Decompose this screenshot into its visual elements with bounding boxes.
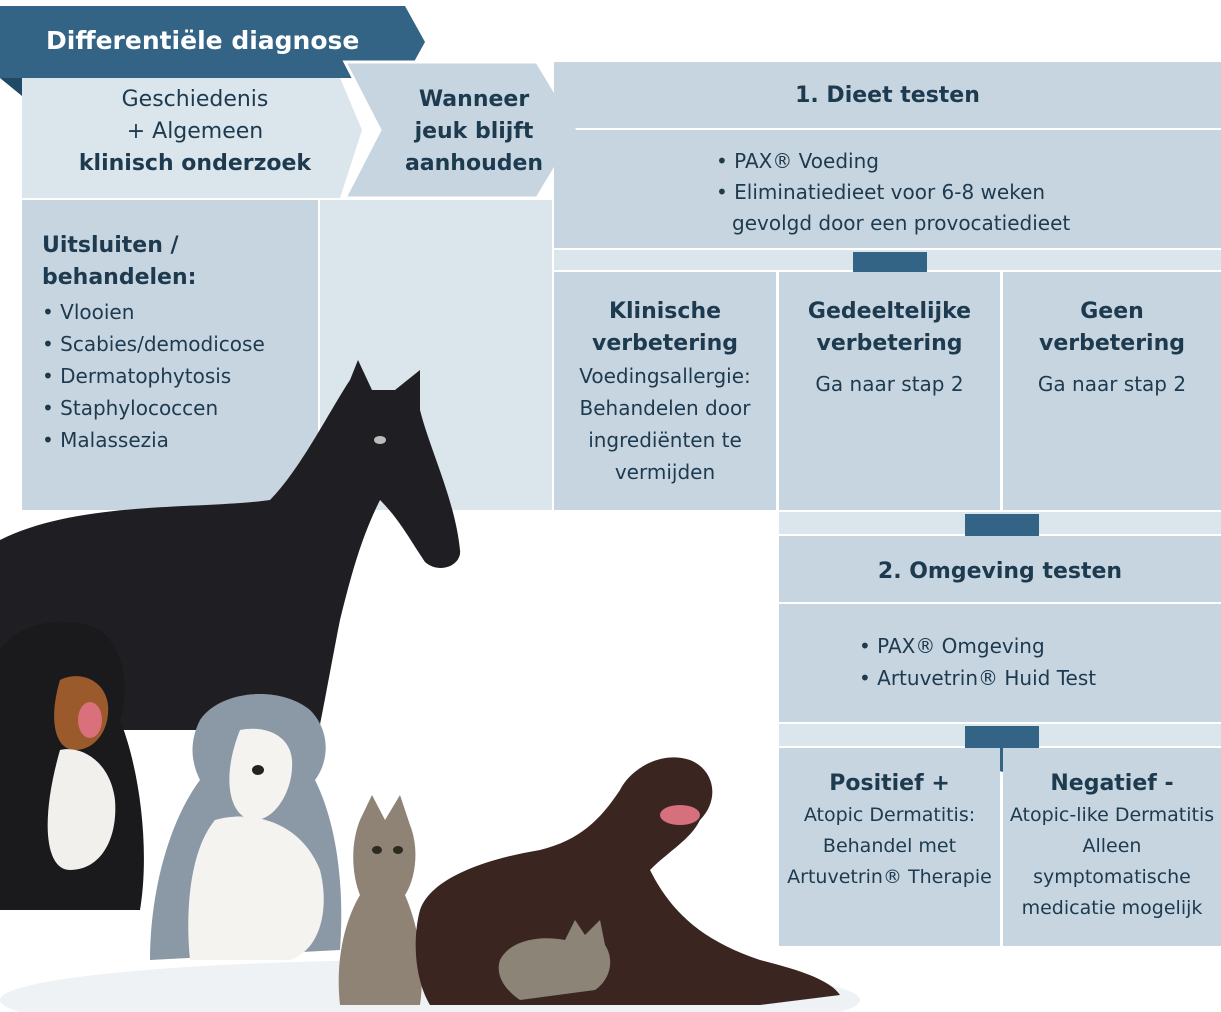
outcome-partial: Gedeeltelijke verbetering Ga naar stap 2	[779, 272, 1000, 510]
result-positive: Positief + Atopic Dermatitis: Behandel m…	[779, 748, 1000, 946]
diet-item-elimination-cont: gevolgd door een provocatiedieet	[732, 211, 1071, 235]
exclude-heading-line1: Uitsluiten /	[42, 233, 179, 258]
result-positive-text: Behandel met	[822, 835, 957, 857]
step-itch: Wanneer jeuk blijft aanhouden	[382, 84, 566, 180]
result-negative-text: medicatie mogelijk	[1021, 897, 1203, 919]
exclude-item: Scabies/demodicose	[42, 328, 265, 360]
exclude-list: Vlooien Scabies/demodicose Dermatophytos…	[42, 296, 265, 456]
environment-item: PAX® Omgeving	[877, 634, 1045, 658]
diet-item-pax: PAX® Voeding	[734, 149, 879, 173]
exclude-heading-line2: behandelen:	[42, 265, 197, 290]
result-negative-text: Atopic-like Dermatitis	[1009, 804, 1215, 826]
outcome-partial-heading1: Gedeeltelijke	[807, 299, 972, 324]
environment-header: 2. Omgeving testen	[779, 536, 1221, 602]
outcome-clinical-text: Behandelen door	[579, 396, 751, 420]
cat-illustration	[338, 795, 422, 1005]
step-itch-line3: aanhouden	[404, 151, 544, 176]
exclude-item: Malassezia	[42, 424, 265, 456]
environment-item: Artuvetrin® Huid Test	[877, 666, 1097, 690]
diet-body: • PAX® Voeding • Eliminatiedieet voor 6-…	[554, 130, 1221, 248]
outcome-clinical-heading2: verbetering	[591, 331, 739, 356]
outcome-clinical-text: ingrediënten te	[588, 428, 742, 452]
animals-illustration	[0, 360, 860, 1012]
outcome-none-heading2: verbetering	[1038, 331, 1186, 356]
step-history-line2: + Algemeen	[126, 119, 264, 144]
title-banner	[0, 6, 425, 96]
diet-header: 1. Dieet testen	[554, 62, 1221, 128]
outcome-partial-text: Ga naar stap 2	[815, 372, 964, 396]
step-history-line1: Geschiedenis	[121, 87, 269, 112]
exclude-panel: Uitsluiten / behandelen: Vlooien Scabies…	[22, 200, 318, 510]
result-negative-heading: Negatief -	[1050, 771, 1174, 796]
result-negative-text: Alleen	[1082, 835, 1142, 857]
outcome-none-text: Ga naar stap 2	[1037, 372, 1187, 396]
step-history-line3: klinisch onderzoek	[78, 151, 312, 176]
exclude-item: Dermatophytosis	[42, 360, 265, 392]
result-negative-text: symptomatische	[1033, 866, 1191, 888]
outcome-clinical-heading1: Klinische	[608, 299, 722, 324]
step-itch-line1: Wanneer	[418, 87, 530, 112]
step-itch-line2: jeuk blijft	[414, 119, 534, 144]
bernese-dog-illustration	[0, 621, 144, 910]
step-history: Geschiedenis + Algemeen klinisch onderzo…	[40, 84, 350, 180]
exclude-item: Staphylococcen	[42, 392, 265, 424]
environment-heading: 2. Omgeving testen	[877, 559, 1123, 584]
outcome-clinical: Klinische verbetering Voedingsallergie: …	[554, 272, 776, 510]
result-negative: Negatief - Atopic-like Dermatitis Alleen…	[1003, 748, 1221, 946]
environment-body: • PAX® Omgeving • Artuvetrin® Huid Test	[779, 604, 1221, 722]
diet-heading: 1. Dieet testen	[795, 83, 980, 108]
labrador-illustration	[415, 757, 840, 1005]
result-positive-text: Artuvetrin® Therapie	[787, 866, 992, 888]
outcome-partial-heading2: verbetering	[816, 331, 963, 356]
outcome-none-heading1: Geen	[1080, 299, 1144, 324]
result-positive-heading: Positief +	[829, 771, 950, 796]
result-positive-text: Atopic Dermatitis:	[803, 804, 976, 826]
kitten-illustration	[498, 920, 611, 1000]
outcome-clinical-text: vermijden	[614, 460, 716, 484]
diet-item-elimination: Eliminatiedieet voor 6-8 weken	[734, 180, 1046, 204]
exclude-item: Vlooien	[42, 296, 265, 328]
page-title: Differentiële diagnose	[46, 26, 360, 55]
outcome-clinical-text: Voedingsallergie:	[579, 364, 751, 388]
outcome-none: Geen verbetering Ga naar stap 2	[1003, 272, 1221, 510]
chevron-steps	[22, 60, 580, 200]
aussie-dog-illustration	[150, 693, 342, 960]
